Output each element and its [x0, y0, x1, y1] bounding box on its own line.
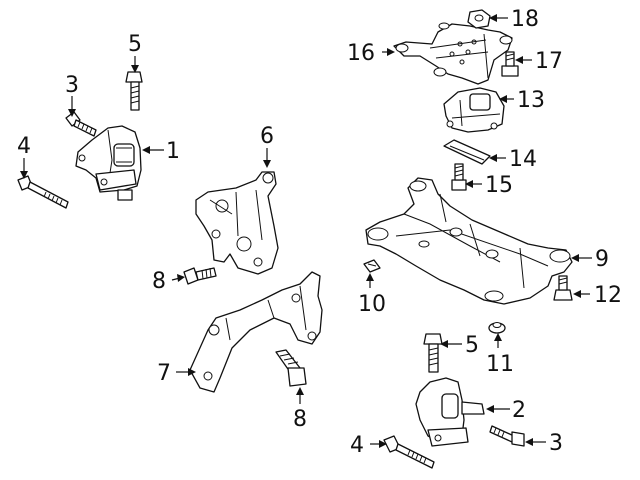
bolt-5-lower [423, 333, 443, 373]
callout-13: 13 [517, 88, 545, 113]
callout-1: 1 [166, 139, 180, 164]
callout-10: 10 [358, 292, 386, 317]
callout-6: 6 [260, 124, 274, 149]
callout-5-lower: 5 [465, 333, 479, 358]
callout-15: 15 [485, 173, 513, 198]
bolt-15 [451, 163, 467, 191]
engine-mount-left [75, 125, 142, 201]
bolt-3-upper [65, 111, 97, 137]
callout-2: 2 [512, 398, 526, 423]
engine-mount-right [415, 377, 485, 447]
bushing-11 [488, 322, 506, 334]
callout-5-upper: 5 [128, 32, 142, 57]
bolt-17 [501, 51, 519, 77]
callout-14: 14 [509, 147, 537, 172]
transmission-mount [443, 87, 505, 133]
callout-12: 12 [594, 283, 622, 308]
bolt-3-lower [489, 425, 525, 447]
plate-14 [443, 139, 491, 165]
bolt-4-upper [17, 175, 69, 209]
torque-bracket [189, 271, 323, 393]
callout-8-upper: 8 [152, 269, 166, 294]
callout-4-upper: 4 [17, 134, 31, 159]
callout-16: 16 [347, 41, 375, 66]
mount-bracket [195, 171, 279, 275]
callout-labels: 1 2 3 3 4 4 5 5 6 7 8 8 9 10 11 12 13 14… [17, 7, 622, 458]
callout-11: 11 [486, 352, 514, 377]
bolt-8-lower [275, 349, 307, 387]
bolt-8-upper [183, 267, 217, 285]
subframe [365, 177, 573, 305]
callout-8-lower: 8 [293, 407, 307, 432]
callout-7: 7 [157, 361, 171, 386]
leader-lines [20, 14, 592, 448]
upper-bracket [393, 22, 513, 85]
clip-10 [363, 259, 381, 273]
bolt-4-lower [383, 435, 435, 469]
nut-18 [467, 9, 491, 29]
callout-4-lower: 4 [350, 433, 364, 458]
callout-3-lower: 3 [549, 431, 563, 456]
callout-3-upper: 3 [65, 73, 79, 98]
callout-9: 9 [595, 247, 609, 272]
bolt-12 [553, 275, 573, 301]
bolt-5-upper [125, 71, 143, 111]
callout-18: 18 [511, 7, 539, 32]
callout-17: 17 [535, 49, 563, 74]
